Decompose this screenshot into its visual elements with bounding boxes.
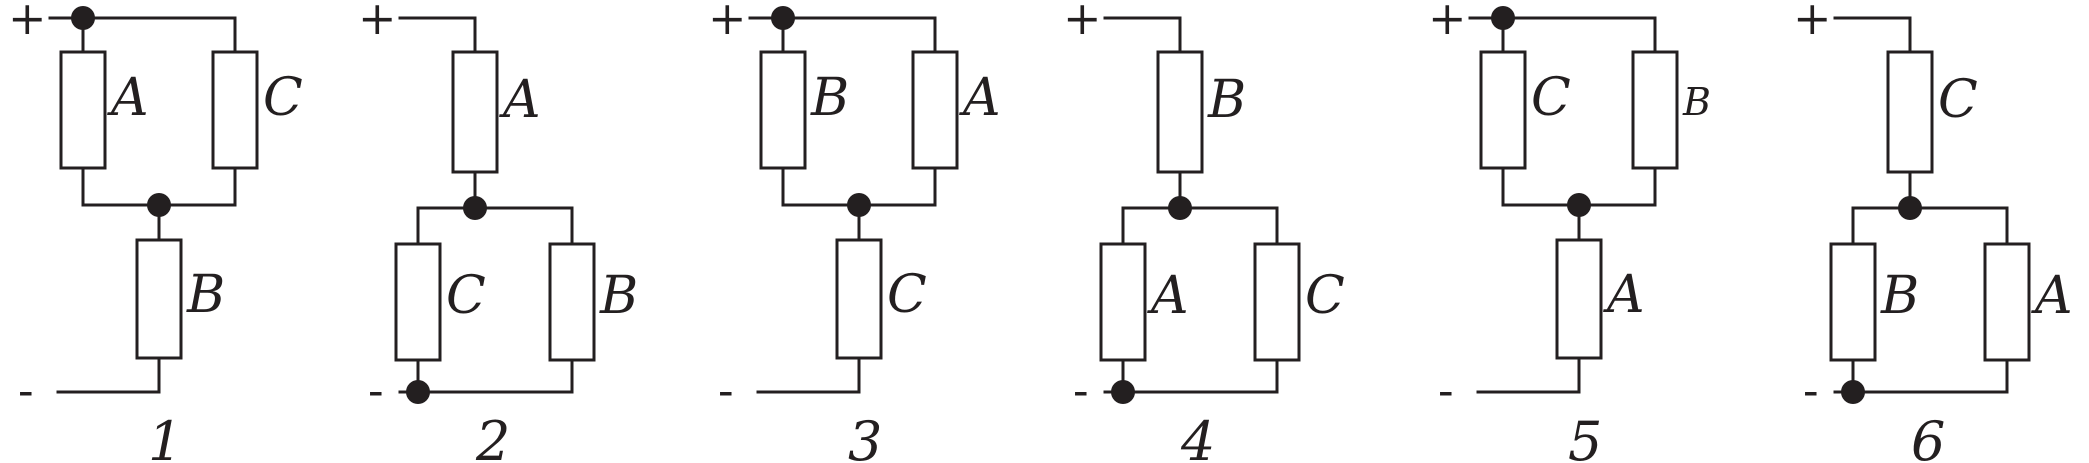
plus-sign: + bbox=[1428, 0, 1467, 45]
resistor-label: C bbox=[887, 265, 927, 325]
circuit-6: + - C B A 6 bbox=[1793, 0, 2073, 463]
circuit-3: + - B A C 3 bbox=[708, 0, 1001, 463]
resistor-label: A bbox=[1147, 266, 1189, 326]
resistor-label: C bbox=[1305, 266, 1345, 326]
resistor-C bbox=[835, 238, 883, 360]
resistor-label: B bbox=[810, 68, 849, 128]
junction-node bbox=[1111, 380, 1135, 404]
resistor-label: B bbox=[599, 266, 638, 326]
junction-node bbox=[1168, 196, 1192, 220]
junction-node bbox=[463, 196, 487, 220]
resistor-label: B bbox=[1682, 80, 1711, 124]
resistor-label: B bbox=[186, 265, 225, 325]
circuit-5: + - C B A 5 bbox=[1428, 0, 1711, 463]
plus-sign: + bbox=[358, 0, 397, 45]
resistor-label: A bbox=[959, 68, 1001, 128]
resistor-label: A bbox=[499, 70, 541, 130]
resistor-C bbox=[394, 242, 442, 362]
resistor-B bbox=[759, 50, 807, 170]
minus-sign: - bbox=[1438, 363, 1454, 417]
resistor-C bbox=[1479, 50, 1527, 170]
plus-sign: + bbox=[708, 0, 747, 45]
resistor-A bbox=[1555, 238, 1603, 360]
resistor-A bbox=[59, 50, 107, 170]
circuit-number: 4 bbox=[1180, 410, 1215, 463]
resistor-B bbox=[1631, 50, 1679, 170]
circuit-1: + - A C B 1 bbox=[8, 0, 303, 463]
resistor-label: B bbox=[1880, 266, 1919, 326]
circuit-number: 6 bbox=[1911, 410, 1945, 463]
circuit-number: 5 bbox=[1568, 410, 1602, 463]
resistor-A bbox=[1099, 242, 1147, 362]
minus-sign: - bbox=[1803, 363, 1819, 417]
resistor-A bbox=[911, 50, 959, 170]
resistor-label: C bbox=[446, 266, 486, 326]
junction-node bbox=[1841, 380, 1865, 404]
resistor-C bbox=[211, 50, 259, 170]
circuit-4: + - B A C 4 bbox=[1063, 0, 1345, 463]
resistor-label: A bbox=[107, 68, 149, 128]
resistor-B bbox=[1829, 242, 1877, 362]
resistor-label: C bbox=[1531, 68, 1571, 128]
resistor-B bbox=[1156, 50, 1204, 174]
resistor-label: A bbox=[1603, 265, 1645, 325]
junction-node bbox=[406, 380, 430, 404]
minus-sign: - bbox=[368, 363, 384, 417]
resistor-B bbox=[548, 242, 596, 362]
circuit-number: 2 bbox=[475, 410, 510, 463]
minus-sign: - bbox=[18, 363, 34, 417]
resistor-C bbox=[1886, 50, 1934, 174]
resistor-label: C bbox=[1938, 70, 1978, 130]
minus-sign: - bbox=[718, 363, 734, 417]
circuit-number: 3 bbox=[848, 410, 882, 463]
resistor-B bbox=[135, 238, 183, 360]
circuit-number: 1 bbox=[148, 410, 182, 463]
resistor-label: B bbox=[1207, 70, 1246, 130]
resistor-A bbox=[1983, 242, 2031, 362]
plus-sign: + bbox=[1063, 0, 1102, 45]
resistor-C bbox=[1253, 242, 1301, 362]
plus-sign: + bbox=[1793, 0, 1832, 45]
resistor-A bbox=[451, 50, 499, 174]
resistor-label: C bbox=[263, 68, 303, 128]
minus-sign: - bbox=[1073, 363, 1089, 417]
plus-sign: + bbox=[8, 0, 47, 45]
junction-node bbox=[1898, 196, 1922, 220]
circuit-2: + - A C B 2 bbox=[358, 0, 638, 463]
resistor-label: A bbox=[2031, 266, 2073, 326]
